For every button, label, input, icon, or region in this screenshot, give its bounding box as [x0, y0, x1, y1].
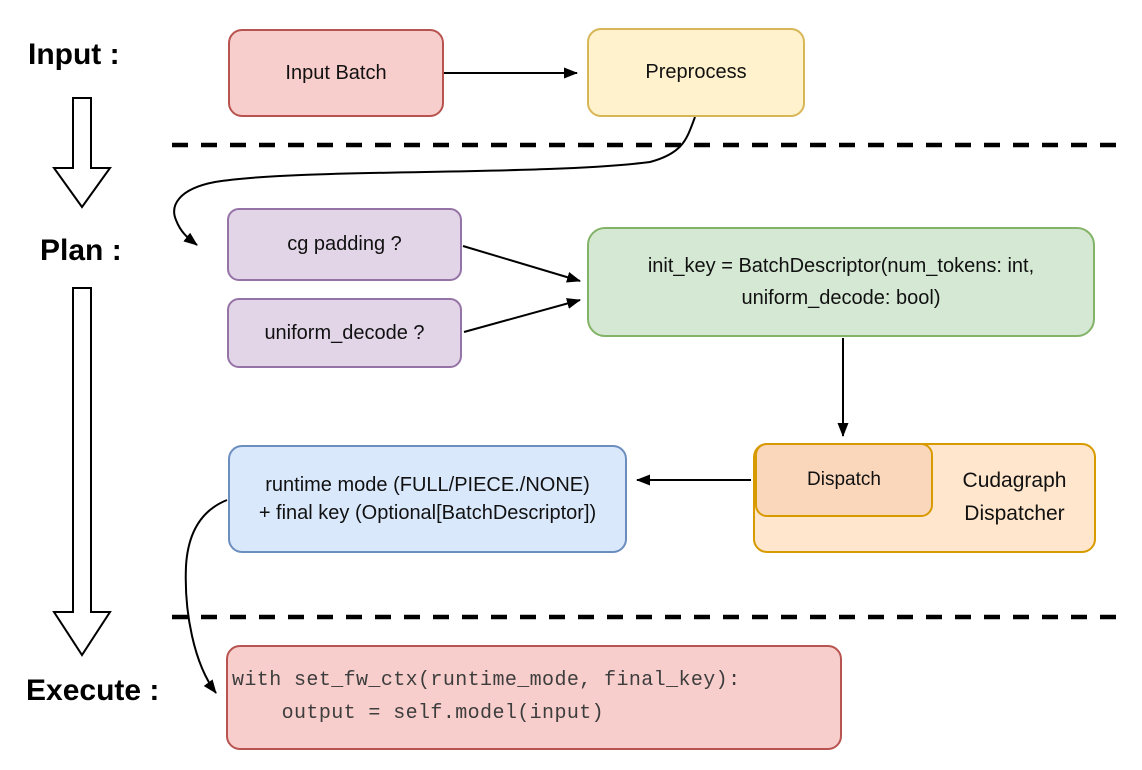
- stage-label-execute: Execute :: [26, 674, 160, 707]
- node-uniform-decode: uniform_decode ?: [227, 298, 462, 368]
- cudagraph-dispatcher-line1: Cudagraph: [962, 469, 1067, 493]
- stage-label-input: Input :: [28, 38, 120, 71]
- node-input-batch: Input Batch: [228, 29, 444, 117]
- cudagraph-dispatcher-line2: Dispatcher: [964, 502, 1065, 525]
- node-execute-code: with set_fw_ctx(runtime_mode, final_key)…: [226, 645, 842, 750]
- execute-code-line2: output = self.model(input): [232, 701, 605, 725]
- node-runtime-mode: runtime mode (FULL/PIECE./NONE) + final …: [228, 445, 627, 553]
- arrow-preprocess-to-cg-padding: [173, 116, 696, 246]
- node-init-key-line2: uniform_decode: bool): [741, 287, 941, 309]
- node-input-batch-label: Input Batch: [285, 61, 387, 84]
- cudagraph-dispatcher-label: Cudagraph Dispatcher: [933, 443, 1096, 553]
- node-runtime-mode-line2: + final key (Optional[BatchDescriptor]): [258, 502, 597, 524]
- node-dispatch-label: Dispatch: [807, 469, 881, 491]
- hollow-arrow-plan-to-execute: [52, 287, 112, 657]
- stage-label-plan: Plan :: [40, 234, 122, 267]
- node-runtime-mode-line1: runtime mode (FULL/PIECE./NONE): [265, 474, 590, 496]
- node-cg-padding: cg padding ?: [227, 208, 462, 281]
- hollow-arrow-input-to-plan: [52, 97, 112, 209]
- node-cg-padding-label: cg padding ?: [287, 233, 402, 255]
- node-init-key: init_key = BatchDescriptor(num_tokens: i…: [587, 227, 1095, 337]
- node-preprocess: Preprocess: [587, 28, 805, 117]
- arrow-runtime-mode-to-execute-code: [184, 499, 228, 694]
- node-uniform-decode-label: uniform_decode ?: [264, 321, 425, 344]
- node-init-key-line1: init_key = BatchDescriptor(num_tokens: i…: [647, 255, 1035, 277]
- node-preprocess-label: Preprocess: [645, 61, 747, 83]
- execute-code-line1: with set_fw_ctx(runtime_mode, final_key)…: [232, 669, 741, 693]
- arrow-cg-padding-to-init-key: [462, 245, 581, 283]
- arrow-uniform-decode-to-init-key: [463, 298, 581, 333]
- node-dispatch: Dispatch: [755, 443, 933, 517]
